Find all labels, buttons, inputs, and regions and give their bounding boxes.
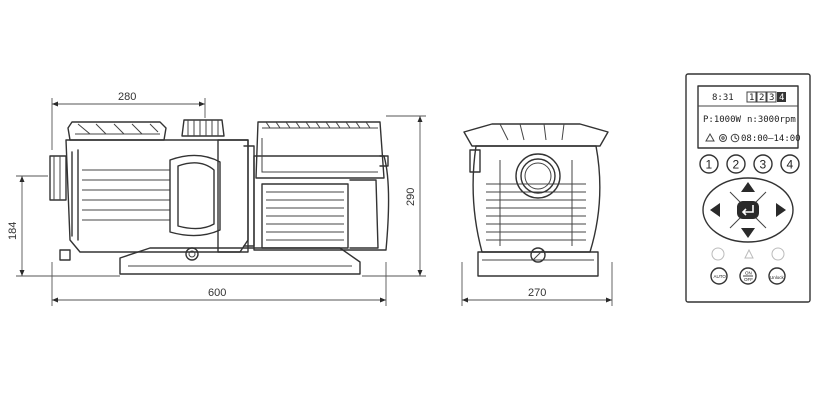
number-key-2-label: 2 — [733, 158, 740, 172]
dim-290-label: 290 — [405, 188, 417, 206]
lcd-time: 8:31 — [712, 93, 734, 103]
on-off-button[interactable]: ON OFF — [739, 267, 757, 285]
auto-button[interactable]: AUTO — [710, 267, 728, 285]
arrow-left-icon[interactable] — [710, 203, 720, 217]
unlock-button-label: Unlock — [770, 275, 785, 280]
number-key-1[interactable]: 1 — [699, 154, 719, 174]
lcd-warning-icon — [705, 132, 715, 142]
dim-270-label: 270 — [528, 287, 546, 299]
unlock-button[interactable]: Unlock — [768, 267, 786, 285]
lcd-power: P:1000W — [703, 115, 742, 125]
number-key-4[interactable]: 4 — [780, 154, 800, 174]
dim-280-label: 280 — [118, 91, 136, 103]
lcd-gear-icon — [719, 134, 727, 142]
auto-button-label: AUTO — [714, 274, 727, 279]
arrow-up-icon[interactable] — [741, 182, 755, 192]
number-key-3-label: 3 — [760, 158, 767, 172]
pump-front-view — [463, 123, 609, 277]
lcd-schedule: 08:00–14:00 — [741, 134, 801, 144]
off-label: OFF — [744, 277, 753, 282]
lcd-program-3: 3 — [769, 93, 774, 103]
number-key-1-label: 1 — [706, 158, 713, 172]
lcd-speed: n:3000rpm — [747, 115, 796, 125]
pump-side-view — [49, 119, 390, 275]
enter-icon — [741, 205, 754, 216]
side-dimensions: 280 184 600 290 — [7, 91, 426, 306]
lcd-clock-icon — [730, 133, 740, 143]
control-panel: 8:31 1 2 3 4 P:1000W n:3000rpm — [685, 73, 811, 303]
enter-button[interactable] — [737, 201, 759, 219]
lcd-screen: 8:31 1 2 3 4 P:1000W n:3000rpm — [697, 85, 801, 149]
number-key-2[interactable]: 2 — [726, 154, 746, 174]
number-key-3[interactable]: 3 — [753, 154, 773, 174]
on-label: ON — [745, 271, 752, 276]
lcd-program-2: 2 — [759, 93, 764, 103]
front-dimensions: 270 — [461, 262, 613, 306]
arrow-right-icon[interactable] — [776, 203, 786, 217]
lcd-program-1: 1 — [749, 93, 754, 103]
lcd-programs: 1 2 3 4 — [746, 91, 786, 103]
arrow-down-icon[interactable] — [741, 228, 755, 238]
direction-pad — [702, 177, 794, 243]
number-key-4-label: 4 — [787, 158, 794, 172]
dim-600-label: 600 — [208, 287, 226, 299]
lcd-program-4: 4 — [779, 93, 784, 103]
dim-184-label: 184 — [7, 222, 19, 240]
